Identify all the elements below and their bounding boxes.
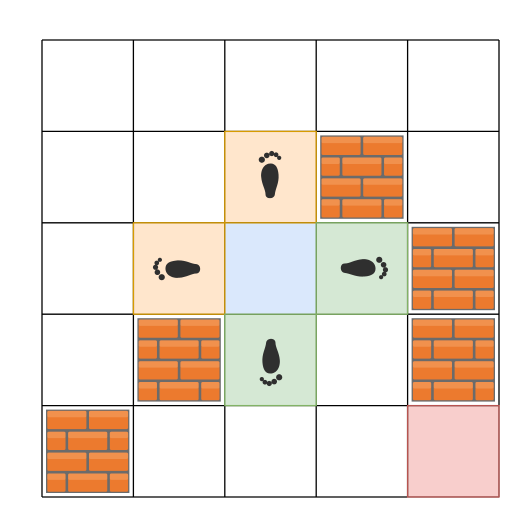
grid-cell bbox=[42, 131, 134, 223]
grid-cell bbox=[224, 40, 317, 132]
grid-cell bbox=[42, 40, 134, 132]
grid-cell bbox=[407, 131, 499, 223]
brick-wall-icon bbox=[411, 226, 495, 311]
goal-cell bbox=[407, 405, 499, 497]
brick-wall-icon bbox=[137, 318, 221, 402]
grid-cell bbox=[316, 40, 408, 132]
cell-highlight bbox=[224, 313, 317, 407]
brick-wall-icon bbox=[411, 318, 495, 402]
grid-cell bbox=[407, 40, 499, 132]
grid-cell bbox=[224, 405, 317, 497]
grid-cell bbox=[133, 40, 225, 132]
footprint-up-icon bbox=[258, 150, 282, 199]
grid-cell bbox=[133, 405, 225, 497]
cell-highlight bbox=[224, 130, 317, 224]
cell-highlight bbox=[132, 222, 226, 315]
grid-cell bbox=[42, 314, 134, 406]
agent-cell bbox=[224, 222, 317, 315]
cell-highlight bbox=[315, 222, 409, 315]
grid-cell bbox=[42, 222, 134, 315]
grid-cell bbox=[133, 131, 225, 223]
grid-cell bbox=[316, 314, 408, 406]
brick-wall-icon bbox=[320, 135, 404, 219]
footprint-right-icon bbox=[340, 256, 389, 280]
grid-cell bbox=[316, 405, 408, 497]
footprint-down-icon bbox=[259, 338, 283, 387]
brick-wall-icon bbox=[46, 409, 130, 493]
footprint-left-icon bbox=[152, 257, 201, 281]
cell-highlight bbox=[406, 404, 500, 498]
